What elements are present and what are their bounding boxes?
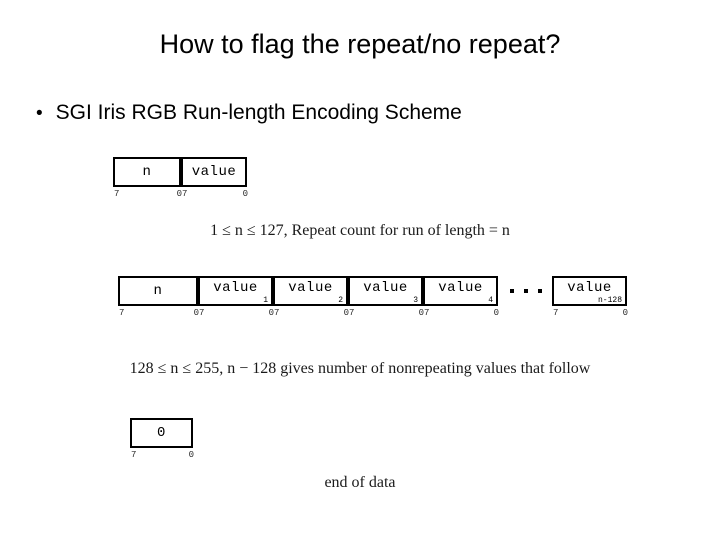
byte-cell-group: value 7 0 — [181, 157, 249, 199]
cell-subscript: 3 — [413, 296, 418, 305]
cell-label: n — [142, 164, 152, 180]
bit-index-high: 7 — [349, 308, 355, 318]
byte-cell-value-3: value 3 — [348, 276, 423, 306]
cell-label: value — [288, 280, 333, 296]
byte-cell-n: n — [113, 157, 181, 187]
byte-cell-group: value 4 7 0 — [423, 276, 500, 318]
bit-index-low: 0 — [268, 308, 274, 318]
bit-index-labels: 7 0 — [181, 187, 249, 199]
byte-cell-n: n — [118, 276, 198, 306]
bit-index-high: 7 — [199, 308, 205, 318]
bit-index-low: 0 — [343, 308, 349, 318]
bit-index-low: 0 — [188, 450, 194, 460]
bit-index-labels: 7 0 — [348, 306, 425, 318]
bit-index-labels: 7 0 — [198, 306, 275, 318]
byte-cell-group: value 2 7 0 — [273, 276, 350, 318]
byte-layout-row-2: n 7 0 value 1 7 0 value — [118, 276, 629, 318]
cell-label: value — [363, 280, 408, 296]
bit-index-high: 7 — [553, 308, 559, 318]
caption-text: 1 ≤ n ≤ 127, Repeat count for run of len… — [210, 222, 510, 239]
byte-cell-zero: 0 — [130, 418, 193, 448]
bullet-item-label: SGI Iris RGB Run-length Encoding Scheme — [55, 101, 462, 124]
byte-cell-group: n 7 0 — [118, 276, 200, 318]
bit-index-high: 7 — [119, 308, 125, 318]
cell-subscript: 4 — [488, 296, 493, 305]
ellipsis-dot — [538, 289, 542, 293]
bit-index-labels: 7 0 — [118, 306, 200, 318]
diagram-caption-nonrepeating-run: 128 ≤ n ≤ 255, n − 128 gives number of n… — [0, 360, 720, 378]
cell-label: 0 — [157, 425, 166, 441]
page-title: How to flag the repeat/no repeat? — [159, 29, 561, 59]
ellipsis-icon — [500, 276, 552, 306]
byte-cell-group: value n-128 7 0 — [552, 276, 629, 318]
bit-index-high: 7 — [424, 308, 430, 318]
bit-index-low: 0 — [418, 308, 424, 318]
byte-cell-group: 0 7 0 — [130, 418, 195, 460]
cell-label: value — [438, 280, 483, 296]
bit-index-high: 7 — [131, 450, 137, 460]
bit-index-labels: 7 0 — [113, 187, 183, 199]
byte-cell-value-last: value n-128 — [552, 276, 627, 306]
byte-cell-group: value 3 7 0 — [348, 276, 425, 318]
diagram-caption-end-of-data: end of data — [0, 474, 720, 492]
bullet-marker-icon: • — [36, 103, 43, 124]
byte-cell-value-2: value 2 — [273, 276, 348, 306]
bit-index-low: 0 — [193, 308, 199, 318]
bit-index-low: 0 — [493, 308, 499, 318]
bit-index-low: 0 — [242, 189, 248, 199]
bit-index-high: 7 — [114, 189, 120, 199]
bit-index-labels: 7 0 — [423, 306, 500, 318]
byte-cell-value-4: value 4 — [423, 276, 498, 306]
byte-cell-value: value — [181, 157, 247, 187]
bit-index-high: 7 — [182, 189, 188, 199]
byte-layout-row-1: n 7 0 value 7 0 — [113, 157, 249, 199]
cell-subscript: 1 — [263, 296, 268, 305]
bit-index-low: 0 — [176, 189, 182, 199]
byte-cell-group: n 7 0 — [113, 157, 183, 199]
ellipsis-dot — [510, 289, 514, 293]
caption-text: 128 ≤ n ≤ 255, n − 128 gives number of n… — [129, 360, 591, 377]
cell-label: n — [153, 283, 163, 299]
byte-layout-row-3: 0 7 0 — [130, 418, 195, 460]
bit-index-low: 0 — [622, 308, 628, 318]
bit-index-high: 7 — [274, 308, 280, 318]
byte-cell-group: value 1 7 0 — [198, 276, 275, 318]
caption-text: end of data — [324, 474, 396, 491]
diagram-caption-repeat-run: 1 ≤ n ≤ 127, Repeat count for run of len… — [0, 222, 720, 240]
byte-cell-value-1: value 1 — [198, 276, 273, 306]
bit-index-labels: 7 0 — [552, 306, 629, 318]
cell-label: value — [567, 280, 612, 296]
cell-subscript: 2 — [338, 296, 343, 305]
ellipsis-dot — [524, 289, 528, 293]
cell-label: value — [191, 164, 237, 180]
bit-index-labels: 7 0 — [130, 448, 195, 460]
cell-label: value — [213, 280, 258, 296]
cell-subscript: n-128 — [597, 296, 622, 305]
bullet-list-item: • SGI Iris RGB Run-length Encoding Schem… — [36, 98, 462, 129]
bit-index-labels: 7 0 — [273, 306, 350, 318]
